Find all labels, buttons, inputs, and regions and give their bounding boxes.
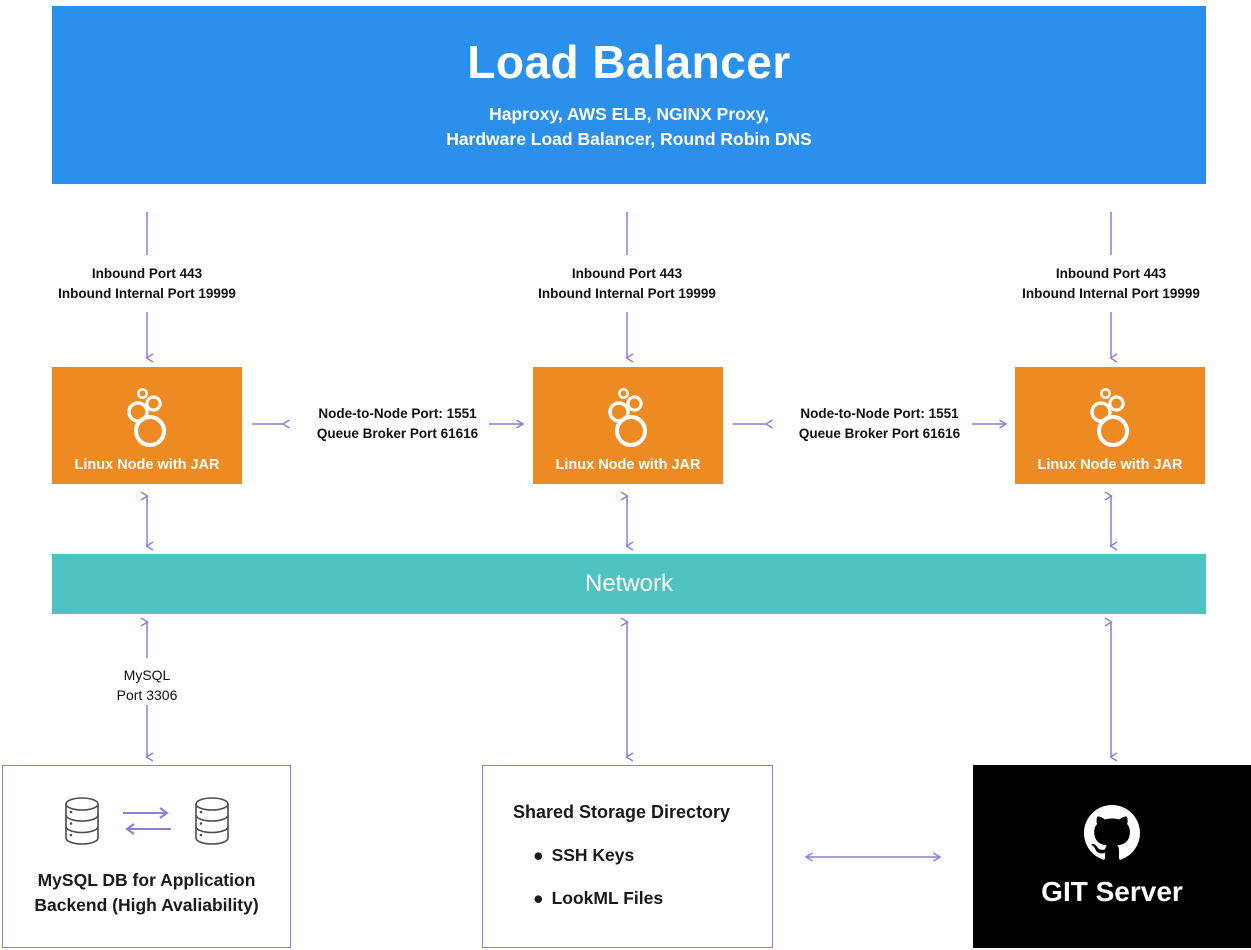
looker-icon (602, 386, 654, 453)
mysql-caption-line1: MySQL DB for Application (37, 869, 256, 890)
node-to-node-label-2-line2: Queue Broker Port 61616 (798, 425, 961, 441)
mysql-db-box[interactable]: MySQL DB for Application Backend (High A… (2, 765, 291, 948)
mysql-connector-line1: MySQL (123, 667, 171, 683)
node-to-node-label-1-line2: Queue Broker Port 61616 (316, 425, 479, 441)
inbound-label-1: Inbound Port 443 Inbound Internal Port 1… (27, 264, 267, 303)
network-label: Network (584, 570, 674, 597)
linux-node-label-1: Linux Node with JAR (74, 457, 220, 473)
git-server-label: GIT Server (1041, 876, 1183, 907)
inbound-label-2-line1: Inbound Port 443 (571, 266, 683, 281)
linux-node-label-3: Linux Node with JAR (1037, 457, 1183, 473)
bullet-icon: ● (533, 888, 544, 908)
node-to-node-label-2-line1: Node-to-Node Port: 1551 (800, 406, 959, 421)
mysql-connector-label: MySQL Port 3306 (77, 665, 217, 706)
inbound-label-3-line1: Inbound Port 443 (1055, 266, 1167, 281)
load-balancer-subtitle-line1: Haproxy, AWS ELB, NGINX Proxy, (489, 103, 769, 124)
mysql-caption: MySQL DB for Application Backend (High A… (34, 868, 258, 919)
bullet-icon: ● (533, 845, 544, 865)
db-sync-arrows-icon (120, 801, 174, 846)
node-to-node-label-2: Node-to-Node Port: 1551 Queue Broker Por… (772, 404, 987, 443)
looker-icon (121, 386, 173, 453)
linux-node-box-1[interactable]: Linux Node with JAR (52, 367, 242, 484)
load-balancer-title: Load Balancer (467, 36, 791, 89)
git-server-box[interactable]: GIT Server (973, 765, 1251, 948)
linux-node-label-2: Linux Node with JAR (555, 457, 701, 473)
inbound-label-1-line1: Inbound Port 443 (91, 266, 203, 281)
mysql-caption-line2: Backend (High Avaliability) (34, 895, 259, 915)
inbound-label-1-line2: Inbound Internal Port 19999 (58, 285, 236, 301)
shared-storage-item-ssh-keys: ● SSH Keys (513, 845, 772, 866)
shared-storage-item-label: LookML Files (551, 888, 664, 908)
node-to-node-label-1: Node-to-Node Port: 1551 Queue Broker Por… (290, 404, 505, 443)
database-cylinder-icon (190, 795, 234, 852)
network-bar: Network (52, 554, 1206, 614)
looker-icon (1084, 386, 1136, 453)
shared-storage-item-label: SSH Keys (551, 845, 635, 865)
mysql-connector-line2: Port 3306 (116, 687, 178, 704)
database-pair (60, 795, 234, 852)
database-cylinder-icon (60, 795, 104, 852)
load-balancer-box: Load Balancer Haproxy, AWS ELB, NGINX Pr… (52, 6, 1206, 184)
shared-storage-title: Shared Storage Directory (513, 802, 731, 822)
node-to-node-label-1-line1: Node-to-Node Port: 1551 (318, 406, 477, 421)
shared-storage-item-lookml-files: ● LookML Files (513, 888, 772, 909)
linux-node-box-2[interactable]: Linux Node with JAR (533, 367, 723, 484)
inbound-label-2-line2: Inbound Internal Port 19999 (538, 285, 716, 301)
inbound-label-3: Inbound Port 443 Inbound Internal Port 1… (991, 264, 1231, 303)
shared-storage-box[interactable]: Shared Storage Directory ● SSH Keys ● Look… (482, 765, 773, 948)
inbound-label-2: Inbound Port 443 Inbound Internal Port 1… (507, 264, 747, 303)
load-balancer-subtitle-line2: Hardware Load Balancer, Round Robin DNS (446, 129, 812, 150)
linux-node-box-3[interactable]: Linux Node with JAR (1015, 367, 1205, 484)
load-balancer-subtitle: Haproxy, AWS ELB, NGINX Proxy, Hardware … (446, 102, 812, 153)
inbound-label-3-line2: Inbound Internal Port 19999 (1022, 285, 1200, 301)
github-icon (1084, 805, 1140, 866)
